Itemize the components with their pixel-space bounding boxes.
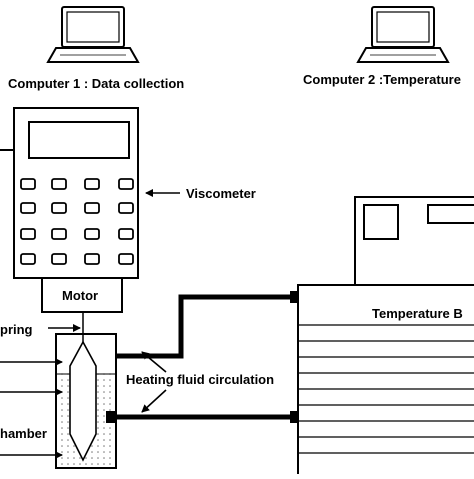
bath-panel-square [363,204,399,240]
motor-box [41,277,123,313]
computer-2-laptop-icon [356,6,450,63]
computer-1-laptop-icon [46,6,140,63]
viscometer-display [28,121,130,159]
computer-1-label: Computer 1 : Data collection [8,76,184,91]
spring-label: pring [0,322,33,337]
spindle-bob [69,340,97,462]
sample-chamber [55,333,117,469]
heating-fluid-label: Heating fluid circulation [126,372,274,387]
bath-panel-display [427,204,474,224]
pipe-connector-bath-bottom [290,411,300,423]
chamber-label: hamber [0,426,47,441]
motor-label: Motor [62,288,98,303]
circulation-pipes [116,294,298,420]
temperature-bath [297,196,474,476]
heating-arrow-up-icon [141,351,167,373]
pipe-connector-top [290,291,300,303]
computer-2-label: Computer 2 :Temperature [303,72,461,87]
viscometer-device [13,107,139,279]
temperature-bath-label: Temperature B [372,306,463,321]
heating-arrow-down-icon [141,389,167,413]
pipe-connector-bottom [106,411,116,423]
viscometer-label: Viscometer [186,186,256,201]
viscometer-keypad [20,178,134,265]
